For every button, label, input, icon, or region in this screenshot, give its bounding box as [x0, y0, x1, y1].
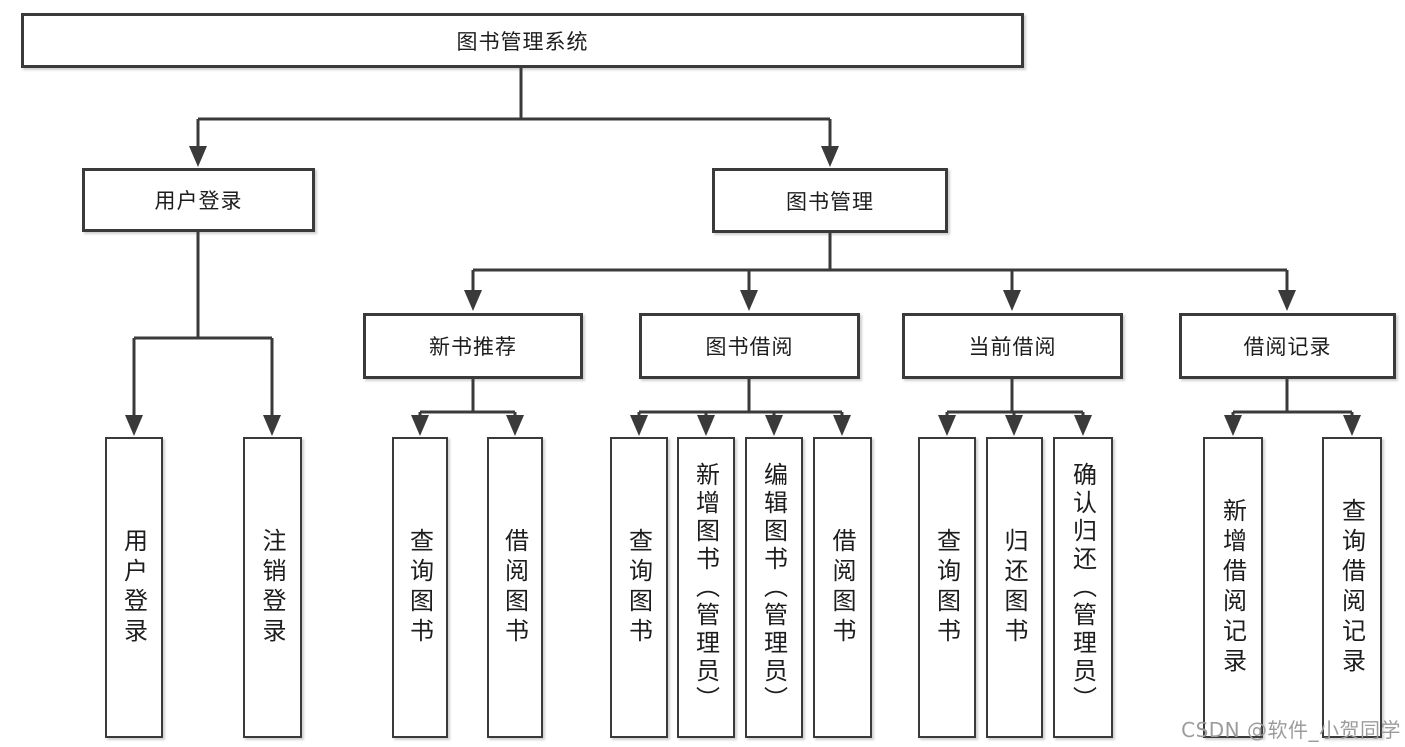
leaf-query-books-borrow: 查询图书	[610, 437, 668, 738]
leaf-query-borrow-record: 查询借阅记录	[1322, 437, 1382, 738]
node-borrow-records: 借阅记录	[1179, 313, 1396, 379]
connector-root-to-level2	[189, 68, 839, 167]
connector-book-management-children	[464, 233, 1296, 311]
node-new-book-recommend: 新书推荐	[363, 313, 583, 379]
leaf-logout: 注销登录	[243, 437, 302, 738]
node-current-borrow: 当前借阅	[902, 313, 1123, 379]
connector-borrow-record-children	[1224, 379, 1361, 436]
leaf-query-books-current: 查询图书	[918, 437, 976, 738]
leaf-add-borrow-record: 新增借阅记录	[1203, 437, 1263, 738]
leaf-borrow-books: 借阅图书	[813, 437, 872, 738]
connector-user-login-children	[125, 232, 281, 436]
leaf-confirm-return-admin: 确认归还（管理员）	[1053, 437, 1113, 738]
leaf-borrow-books-recommend: 借阅图书	[487, 437, 543, 738]
leaf-edit-book-admin: 编辑图书（管理员）	[745, 437, 803, 738]
leaf-return-book: 归还图书	[986, 437, 1043, 738]
csdn-watermark: CSDN @软件_小贺同学	[1181, 718, 1401, 742]
connector-new-book-children	[411, 379, 524, 436]
node-user-login: 用户登录	[82, 168, 315, 232]
leaf-add-book-admin: 新增图书（管理员）	[677, 437, 735, 738]
node-book-borrow: 图书借阅	[639, 313, 860, 379]
leaf-query-books-recommend: 查询图书	[392, 437, 448, 738]
node-book-management: 图书管理	[712, 168, 948, 233]
node-library-management-system: 图书管理系统	[21, 13, 1024, 68]
connector-book-borrow-children	[630, 379, 851, 436]
connector-current-borrow-children	[938, 379, 1092, 436]
leaf-user-login: 用户登录	[105, 437, 163, 738]
